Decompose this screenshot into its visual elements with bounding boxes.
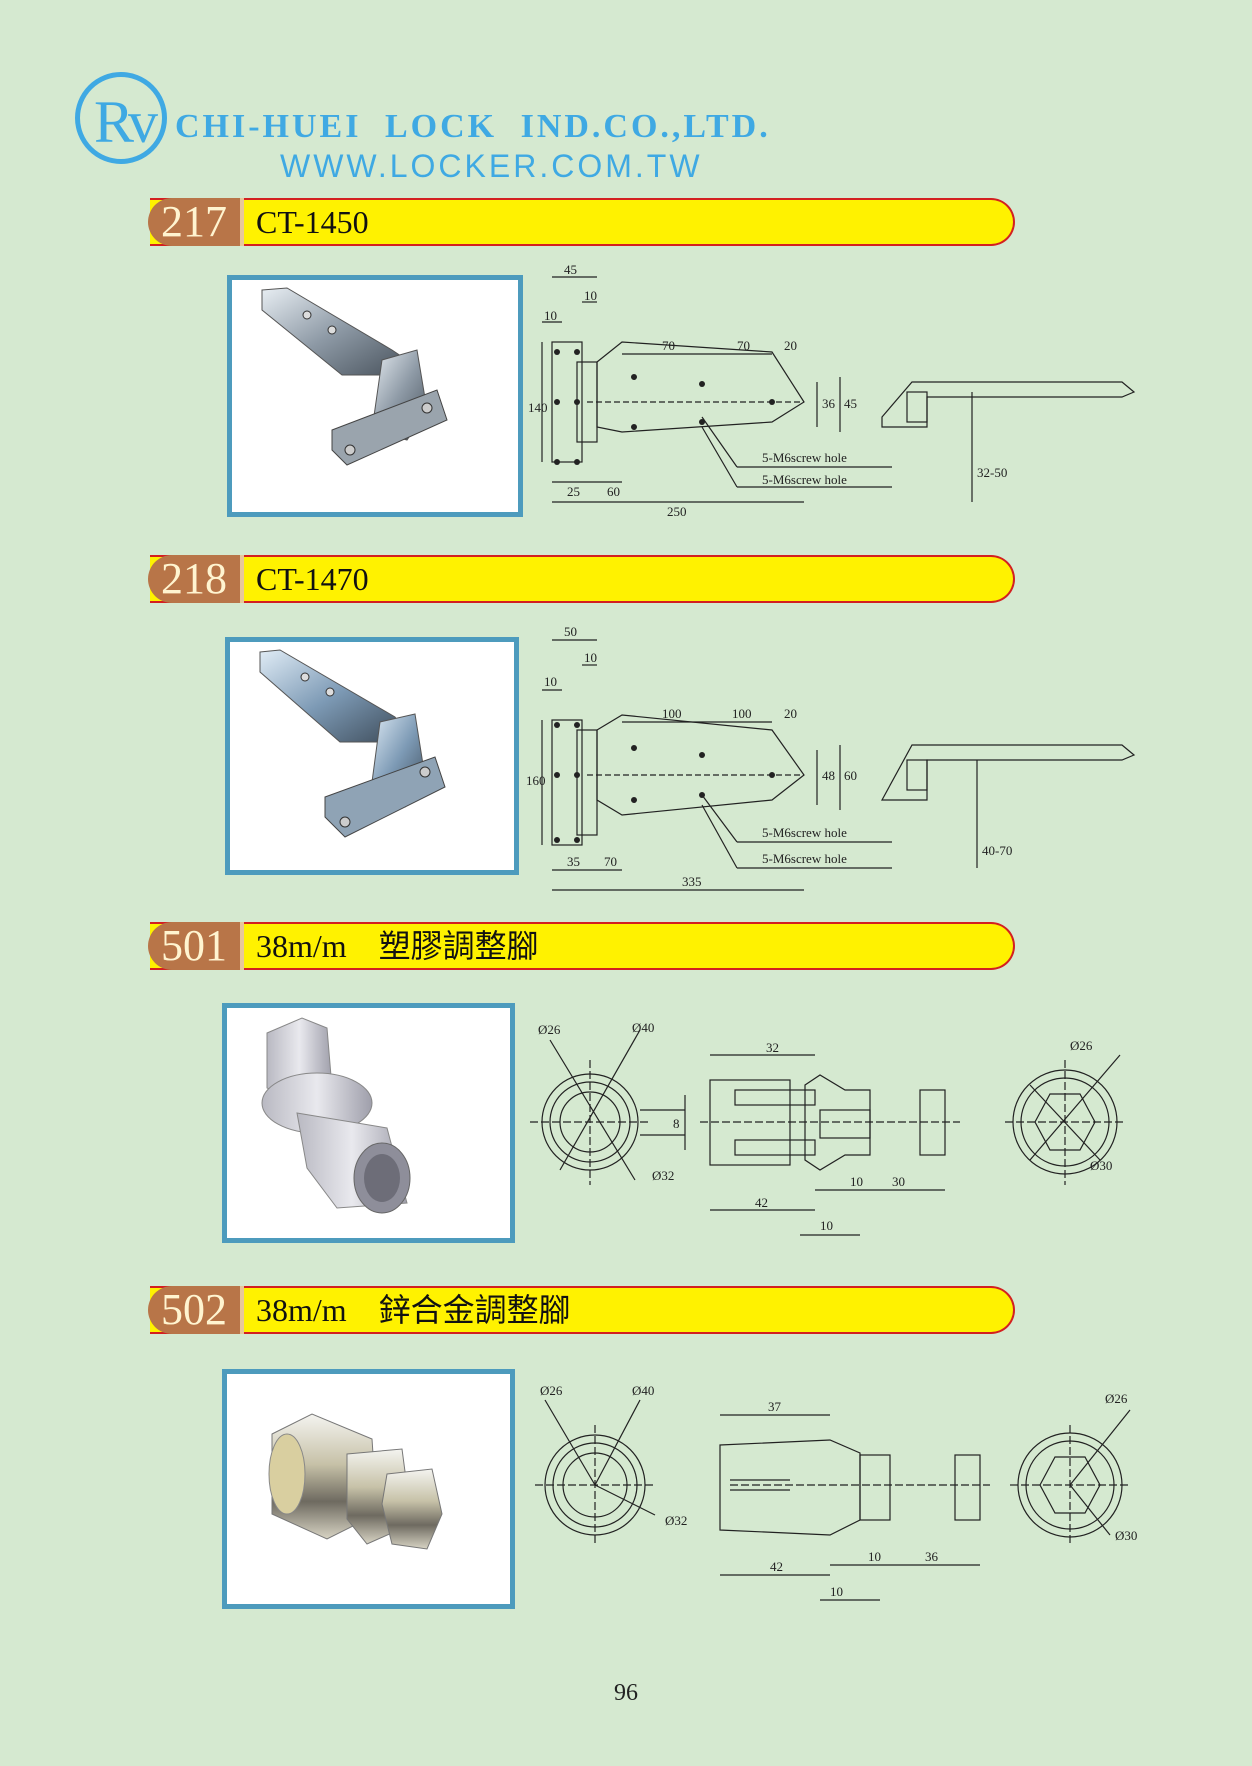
product-title: 38m/m 鋅合金調整腳 <box>256 1292 571 1328</box>
dim-label: Ø32 <box>665 1513 687 1528</box>
dim-label: 32-50 <box>977 465 1007 480</box>
dim-label: 35 <box>567 854 580 869</box>
dim-label: 10 <box>868 1549 881 1564</box>
technical-drawing: 45 10 10 70 70 20 140 36 45 25 60 250 5-… <box>522 262 1142 519</box>
product-number: 218 <box>148 555 244 603</box>
product-photo <box>227 275 523 517</box>
dim-label: 42 <box>770 1559 783 1574</box>
hinge-photo-image <box>259 649 446 838</box>
dim-label: 250 <box>667 504 687 517</box>
dim-label: 20 <box>784 706 797 721</box>
website-url: WWW.LOCKER.COM.TW <box>280 148 703 184</box>
dim-label: 48 <box>822 768 835 783</box>
header: Rv CHI-HUEI LOCK IND.CO.,LTD. WWW.LOCKER… <box>75 72 775 187</box>
hinge-photo-image <box>261 287 448 466</box>
dim-label: 60 <box>844 768 857 783</box>
dim-label: 30 <box>892 1174 905 1189</box>
dim-label: Ø26 <box>1070 1038 1093 1053</box>
product-number: 502 <box>148 1286 244 1334</box>
dim-label: 10 <box>544 674 557 689</box>
dim-label: 10 <box>820 1218 833 1233</box>
dimension-drawing-svg: 45 10 10 70 70 20 140 36 45 25 60 250 5-… <box>528 262 1136 519</box>
dim-label: 70 <box>737 338 750 353</box>
product-title: CT-1470 <box>256 561 369 597</box>
product-number: 217 <box>148 198 244 246</box>
dim-label: 45 <box>564 262 577 277</box>
company-name: CHI-HUEI LOCK IND.CO.,LTD. <box>175 108 771 145</box>
product-photo <box>222 1003 515 1243</box>
dim-label: 20 <box>784 338 797 353</box>
dim-label: 140 <box>528 400 548 415</box>
dim-label: 50 <box>564 624 577 639</box>
dimension-drawing-svg: 50 10 10 100 100 20 160 48 60 35 70 335 … <box>526 624 1136 891</box>
page-number: 96 <box>614 1680 638 1706</box>
dim-label: 100 <box>662 706 682 721</box>
section-banner <box>150 555 1015 603</box>
dim-label: 37 <box>768 1399 782 1414</box>
dim-label: 8 <box>673 1116 680 1131</box>
leveling-foot-photo-image <box>261 1017 411 1214</box>
dim-label: 32 <box>766 1040 779 1055</box>
product-title: CT-1450 <box>256 204 369 240</box>
dim-label: Ø30 <box>1090 1158 1112 1173</box>
technical-drawing: 50 10 10 100 100 20 160 48 60 35 70 335 … <box>522 620 1142 895</box>
dim-label: Ø26 <box>540 1383 563 1398</box>
dim-label: 36 <box>822 396 836 411</box>
dim-label: 70 <box>604 854 617 869</box>
technical-drawing: Ø26 Ø40 Ø32 8 32 42 10 30 10 Ø26 Ø30 <box>530 1010 1150 1245</box>
product-photo <box>222 1369 515 1609</box>
dim-label: 10 <box>584 288 597 303</box>
section-banner <box>150 1286 1015 1334</box>
dimension-drawing-svg: Ø26 Ø40 Ø32 8 32 42 10 30 10 Ø26 Ø30 <box>530 1020 1125 1236</box>
dim-label: Ø40 <box>632 1383 654 1398</box>
dim-label: Ø30 <box>1115 1528 1137 1543</box>
dim-label: 45 <box>844 396 857 411</box>
dim-label: Ø32 <box>652 1168 674 1183</box>
dim-label: 36 <box>925 1549 939 1564</box>
note-label: 5-M6screw hole <box>762 851 847 866</box>
company-logo: Rv <box>75 72 167 164</box>
dim-label: 10 <box>850 1174 863 1189</box>
product-photo <box>225 637 519 875</box>
dim-label: Ø40 <box>632 1020 654 1035</box>
dimension-drawing-svg: Ø26 Ø40 Ø32 37 42 10 36 10 Ø26 Ø30 <box>535 1383 1137 1601</box>
dim-label: 60 <box>607 484 620 499</box>
product-number: 501 <box>148 922 244 970</box>
logo-mark: Rv <box>94 89 158 155</box>
dim-label: 25 <box>567 484 580 499</box>
dim-label: 42 <box>755 1195 768 1210</box>
dim-label: 160 <box>526 773 546 788</box>
dim-label: 335 <box>682 874 702 889</box>
dim-label: 10 <box>584 650 597 665</box>
dim-label: 40-70 <box>982 843 1012 858</box>
section-banner <box>150 922 1015 970</box>
dim-label: 10 <box>830 1584 843 1599</box>
dim-label: 10 <box>544 308 557 323</box>
dim-label: 70 <box>662 338 675 353</box>
leveling-foot-photo-image <box>268 1413 443 1550</box>
dim-label: Ø26 <box>538 1022 561 1037</box>
technical-drawing: Ø26 Ø40 Ø32 37 42 10 36 10 Ø26 Ø30 <box>530 1375 1150 1610</box>
dim-label: Ø26 <box>1105 1391 1128 1406</box>
product-title: 38m/m 塑膠調整腳 <box>256 928 539 964</box>
note-label: 5-M6screw hole <box>762 450 847 465</box>
dim-label: 100 <box>732 706 752 721</box>
note-label: 5-M6screw hole <box>762 825 847 840</box>
note-label: 5-M6screw hole <box>762 472 847 487</box>
section-banner <box>150 198 1015 246</box>
